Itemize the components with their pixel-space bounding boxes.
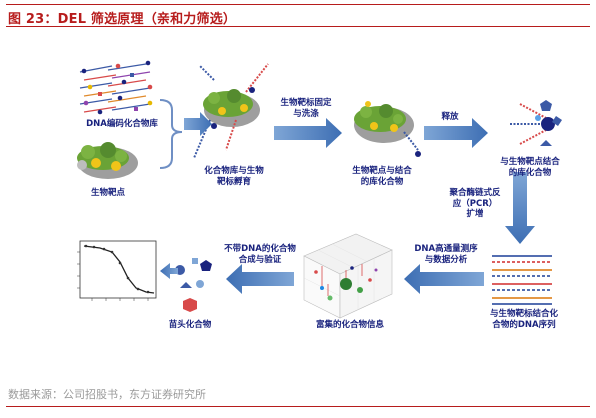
- top-rule: [6, 4, 590, 5]
- dna-library-graphic: [79, 60, 153, 115]
- label-pcr: 聚合酶链式反 应（PCR） 扩增: [449, 188, 501, 219]
- label-sequencing: DNA高通量测序 与数据分析: [414, 244, 478, 265]
- merge-bracket: [159, 99, 183, 169]
- label-synthesis: 不带DNA的化合物 合成与验证: [224, 244, 296, 265]
- label-dna-sequences: 与生物靶标结合化 合物的DNA序列: [489, 309, 559, 330]
- arrow-release: [424, 118, 488, 148]
- source-note: 数据来源：公司招股书，东方证券研究所: [8, 388, 206, 401]
- released-compounds-graphic: [510, 100, 562, 146]
- title-rule: [6, 26, 590, 27]
- label-release: 释放: [441, 112, 459, 122]
- arrow-to-curve: [160, 263, 178, 279]
- bottom-rule: [6, 406, 590, 407]
- incubation-graphic: [193, 63, 269, 159]
- label-incubation: 化合物库与生物 靶标孵育: [204, 166, 264, 187]
- arrow-sequencing: [404, 264, 484, 294]
- dna-sequences-graphic: [492, 255, 552, 305]
- target-bound-graphic: [354, 101, 421, 157]
- bio-target-protein: [77, 142, 138, 179]
- arrow-synthesis: [226, 264, 294, 294]
- label-lead-compound: 苗头化合物: [168, 320, 212, 330]
- figure-title: 图 23：DEL 筛选原理（亲和力筛选）: [8, 12, 237, 27]
- dose-response-chart: [77, 240, 157, 301]
- label-bio-target: 生物靶点: [90, 188, 126, 198]
- label-bound-compounds: 与生物靶点结合 的库化合物: [500, 157, 560, 178]
- label-dna-library: DNA编码化合物库: [86, 119, 158, 129]
- arrow-pcr: [505, 172, 535, 244]
- enrichment-3d-plot: [303, 233, 393, 319]
- hit-compounds-graphic: [175, 258, 212, 312]
- label-target-bound: 生物靶点与结合 的库化合物: [352, 166, 412, 187]
- label-immobilize-wash: 生物靶标固定 与洗涤: [280, 98, 332, 119]
- arrow-immobilize-wash: [274, 118, 342, 148]
- label-enriched-info: 富集的化合物信息: [315, 320, 385, 330]
- arrow-to-incubation: [184, 112, 212, 136]
